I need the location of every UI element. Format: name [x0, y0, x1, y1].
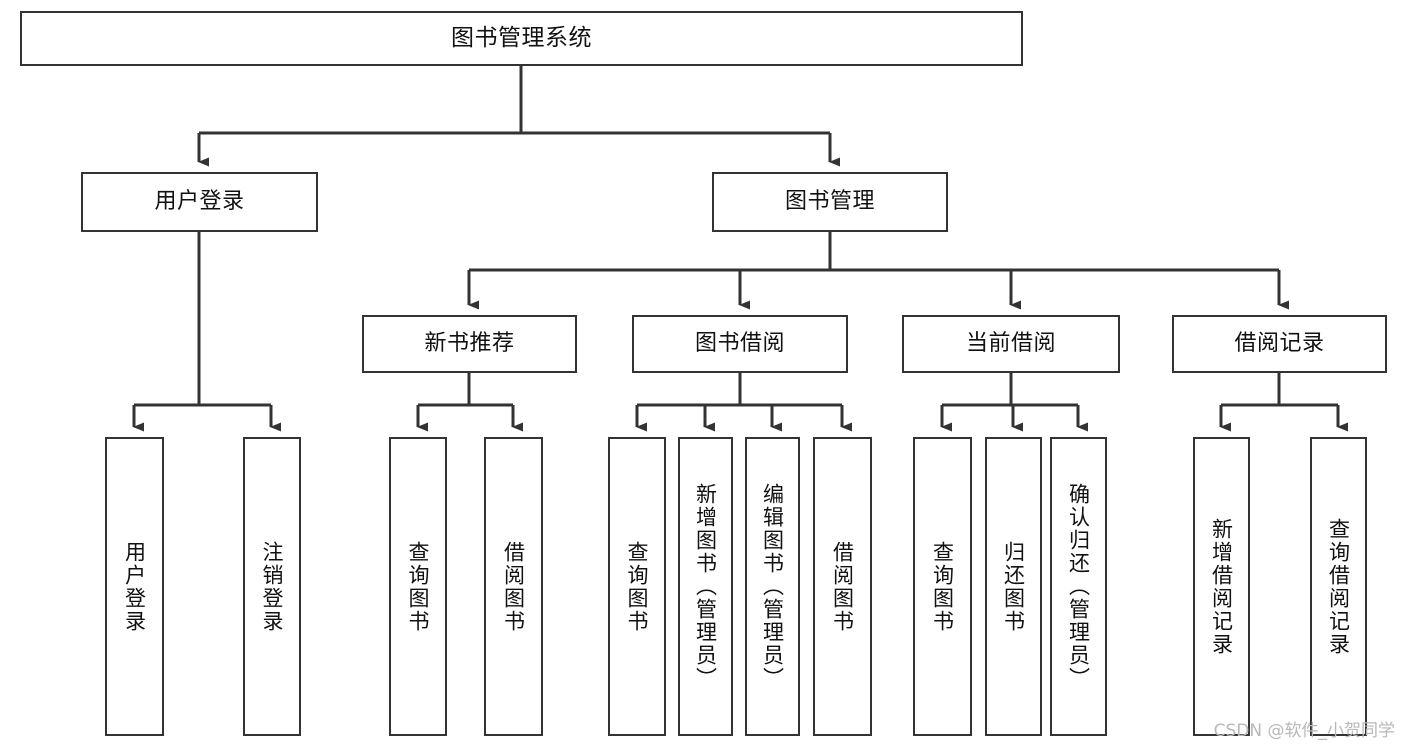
node-root[interactable]: 图书管理系统	[20, 11, 1023, 66]
node-leaf-borrow-book-1-label: 借阅图书	[501, 540, 526, 633]
node-leaf-query-borrow-record[interactable]: 查询借阅记录	[1310, 437, 1367, 736]
node-leaf-add-book-admin[interactable]: 新增图书（管理员）	[678, 437, 733, 736]
node-new-book-recommend[interactable]: 新书推荐	[362, 315, 577, 373]
node-leaf-user-logout[interactable]: 注销登录	[243, 437, 301, 736]
node-leaf-query-book-1[interactable]: 查询图书	[389, 437, 447, 736]
node-leaf-query-book-2-label: 查询图书	[625, 540, 650, 633]
node-leaf-add-borrow-record-label: 新增借阅记录	[1209, 517, 1234, 656]
node-leaf-add-borrow-record[interactable]: 新增借阅记录	[1193, 437, 1250, 736]
node-book-manage[interactable]: 图书管理	[712, 172, 948, 232]
node-leaf-user-logout-label: 注销登录	[260, 540, 285, 633]
csdn-watermark: CSDN @软件_小贺同学	[1213, 721, 1395, 741]
node-root-label: 图书管理系统	[451, 24, 592, 51]
node-leaf-query-book-1-label: 查询图书	[406, 540, 431, 633]
node-borrow-record[interactable]: 借阅记录	[1172, 315, 1387, 373]
node-leaf-borrow-book-2[interactable]: 借阅图书	[813, 437, 872, 736]
node-leaf-edit-book-admin-label: 编辑图书（管理员）	[760, 483, 785, 690]
node-leaf-confirm-return-admin[interactable]: 确认归还（管理员）	[1050, 437, 1107, 736]
node-book-manage-label: 图书管理	[784, 189, 875, 215]
node-leaf-user-login[interactable]: 用户登录	[105, 437, 164, 736]
node-user-login[interactable]: 用户登录	[81, 172, 318, 232]
node-leaf-borrow-book-2-label: 借阅图书	[830, 540, 855, 633]
node-leaf-edit-book-admin[interactable]: 编辑图书（管理员）	[745, 437, 800, 736]
node-leaf-query-book-2[interactable]: 查询图书	[608, 437, 666, 736]
node-leaf-query-borrow-record-label: 查询借阅记录	[1326, 517, 1351, 656]
node-current-borrow[interactable]: 当前借阅	[902, 315, 1120, 373]
node-leaf-return-book-label: 归还图书	[1001, 540, 1026, 633]
node-leaf-return-book[interactable]: 归还图书	[985, 437, 1042, 736]
node-leaf-add-book-admin-label: 新增图书（管理员）	[693, 483, 718, 690]
node-borrow-record-label: 借阅记录	[1234, 331, 1325, 357]
node-new-book-recommend-label: 新书推荐	[424, 331, 515, 357]
node-book-borrow-label: 图书借阅	[694, 331, 785, 357]
node-leaf-user-login-label: 用户登录	[122, 540, 147, 633]
node-leaf-confirm-return-admin-label: 确认归还（管理员）	[1066, 483, 1091, 690]
node-user-login-label: 用户登录	[154, 189, 245, 215]
node-leaf-borrow-book-1[interactable]: 借阅图书	[484, 437, 543, 736]
node-leaf-query-book-3[interactable]: 查询图书	[913, 437, 972, 736]
node-leaf-query-book-3-label: 查询图书	[930, 540, 955, 633]
node-current-borrow-label: 当前借阅	[965, 331, 1056, 357]
node-book-borrow[interactable]: 图书借阅	[632, 315, 848, 373]
